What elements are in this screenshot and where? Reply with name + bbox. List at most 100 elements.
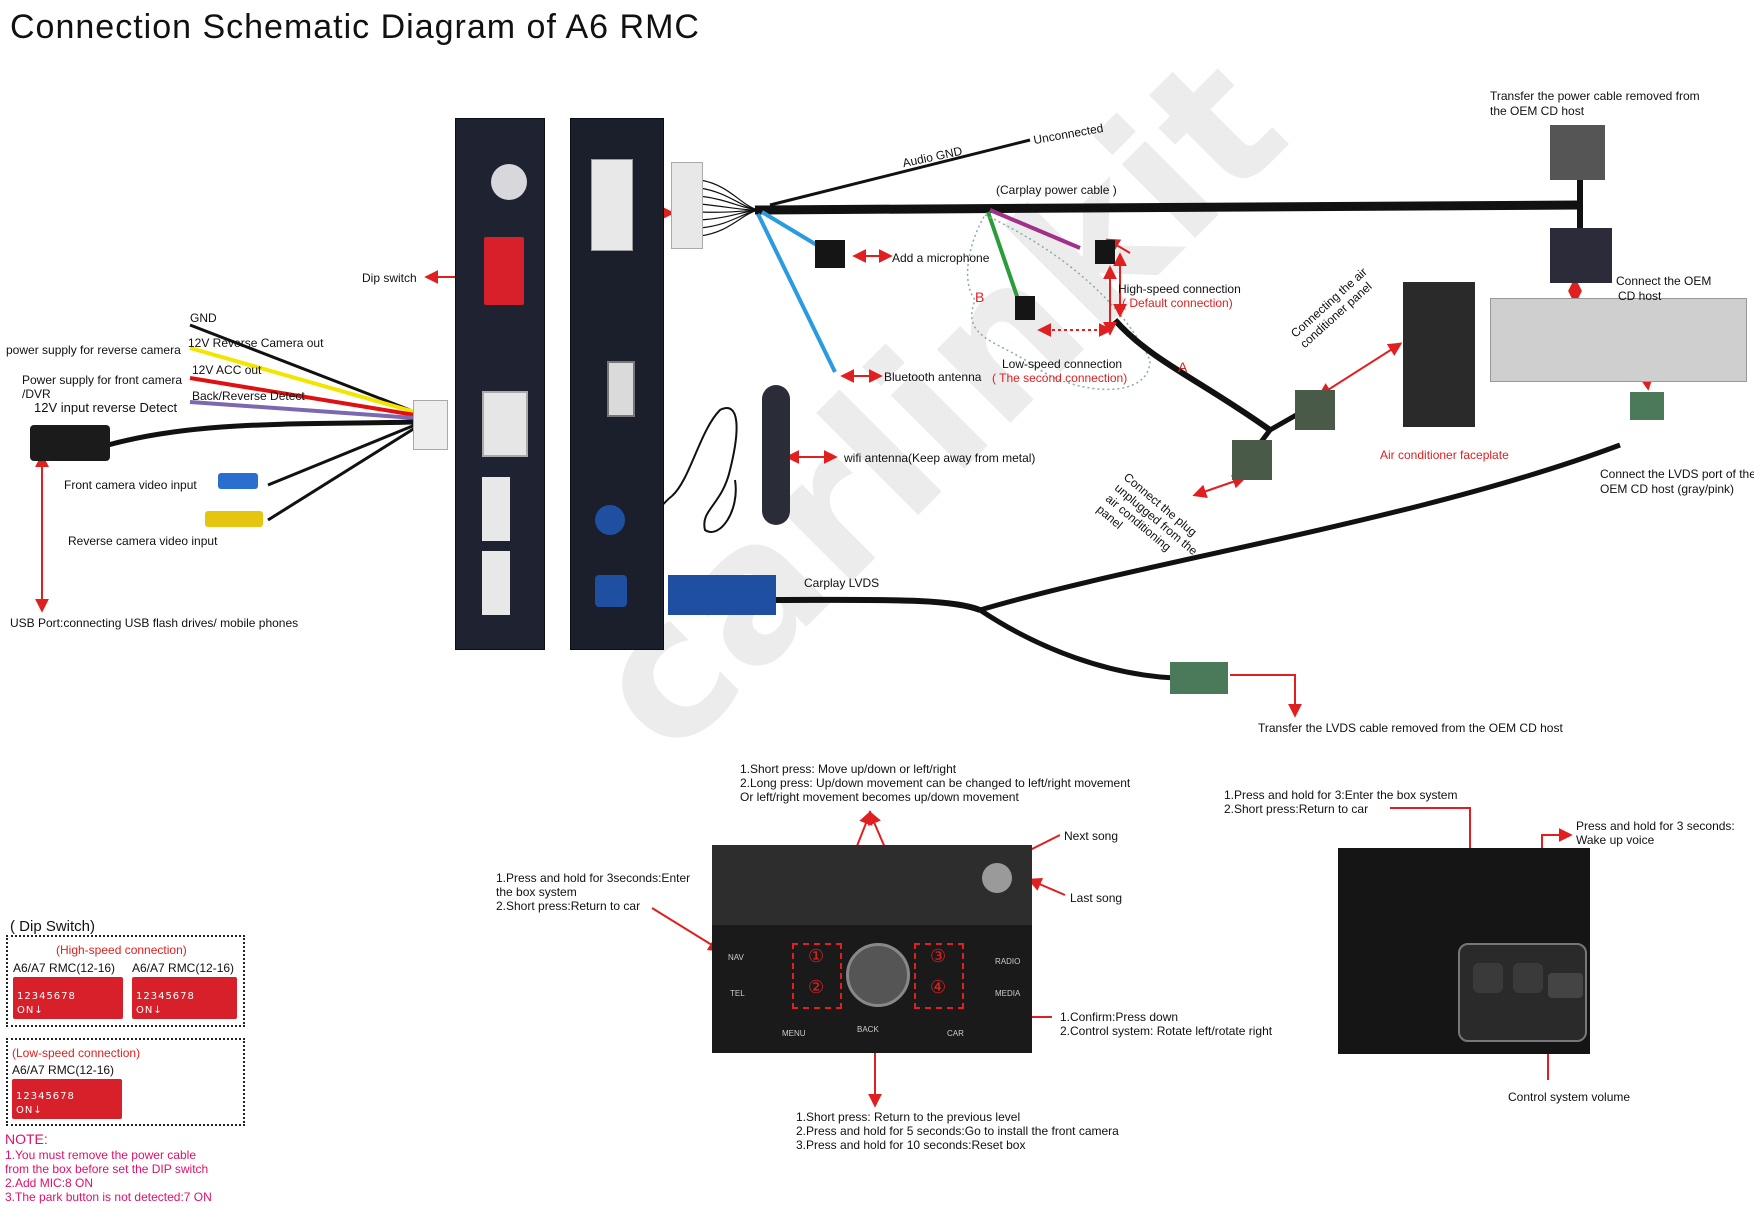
fan-wires — [699, 179, 759, 237]
confirm-line-1: 1.Confirm:Press down — [1060, 1010, 1179, 1024]
button-3-marker: ③ — [930, 946, 947, 966]
star-button[interactable] — [1473, 963, 1503, 993]
video-port-1 — [482, 477, 510, 541]
volume-roller[interactable] — [1548, 973, 1583, 998]
harness-connector — [671, 162, 703, 249]
power-front-camera-label: Power supply for front camera — [22, 373, 183, 387]
lvds-port-label-2: OEM CD host (gray/pink) — [1600, 482, 1735, 496]
high-speed-label: High-speed connection — [1118, 282, 1241, 296]
dip-model-1: A6/A7 RMC(12-16) — [13, 961, 116, 975]
power-port — [482, 391, 528, 457]
lvds-cable — [774, 596, 982, 613]
carplay-lvds-label: Carplay LVDS — [804, 576, 880, 590]
menu-button[interactable]: MENU — [782, 1029, 806, 1038]
right-buttons-highlight — [914, 943, 964, 1009]
reverse-camera-out-label: 12V Reverse Camera out — [188, 336, 324, 350]
transfer-lvds-label: Transfer the LVDS cable removed from the… — [1258, 721, 1563, 735]
back-line-1: 1.Short press: Return to the previous le… — [796, 1110, 1021, 1124]
input-reverse-label: 12V input reverse Detect — [34, 400, 178, 415]
carplay-box-front — [455, 118, 545, 650]
connect-oem-label-2: CD host — [1618, 289, 1662, 303]
carplay-box-back — [570, 118, 664, 650]
oem-lvds-plug — [1630, 392, 1664, 420]
media-button[interactable]: MEDIA — [995, 989, 1021, 998]
next-song-label: Next song — [1064, 829, 1119, 843]
power-reverse-camera-label: power supply for reverse camera — [6, 343, 181, 357]
transfer-power-label-2: the OEM CD host — [1490, 104, 1585, 118]
tel-button[interactable]: TEL — [730, 989, 745, 998]
oem-power-plug — [1550, 125, 1605, 180]
green-wire — [986, 211, 1022, 306]
gnd-label: GND — [190, 311, 217, 325]
ac-faceplate-label: Air conditioner faceplate — [1380, 448, 1509, 462]
dip-model-3: A6/A7 RMC(12-16) — [12, 1063, 115, 1077]
high-speed-dip-panel: (High-speed connection) A6/A7 RMC(12-16)… — [6, 935, 245, 1027]
second-connection-label: ( The second connection) — [992, 371, 1128, 385]
audio-gnd-wire — [769, 138, 1031, 207]
usb-cable — [107, 419, 416, 448]
ac-connector-2 — [1232, 440, 1272, 480]
carplay-power-label: (Carplay power cable ) — [996, 183, 1117, 197]
voice-line-1: Press and hold for 3 seconds: — [1576, 819, 1735, 833]
dip-image-2: 12345678 ON↓ — [132, 977, 237, 1019]
add-microphone-label: Add a microphone — [892, 251, 990, 265]
main-cable — [754, 200, 1581, 215]
mmi-control-knob[interactable] — [846, 943, 910, 1007]
low-speed-dip-panel: (Low-speed connection) A6/A7 RMC(12-16) … — [6, 1038, 245, 1126]
lvds-port — [595, 575, 627, 607]
reverse-detect-wire — [189, 400, 416, 420]
oem-cd-host-back — [1490, 298, 1747, 382]
gnd-wire — [189, 323, 411, 412]
ac-connector-1 — [1295, 390, 1335, 430]
hold3-line-3: 2.Short press:Return to car — [496, 899, 641, 913]
wifi-antenna-label: wifi antenna(Keep away from metal) — [844, 451, 1036, 465]
dip-model-2: A6/A7 RMC(12-16) — [132, 961, 235, 975]
low-speed-plug — [1015, 296, 1035, 320]
wifi-fakra-port — [595, 505, 625, 535]
nav-button[interactable]: NAV — [728, 953, 744, 962]
hold3-line-1: 1.Press and hold for 3seconds:Enter — [496, 871, 691, 885]
back-button[interactable]: BACK — [857, 1025, 879, 1034]
lvds-port-label-1: Connect the LVDS port of the — [1600, 467, 1754, 481]
letter-b: B — [975, 289, 985, 305]
voice-line-2: Wake up voice — [1576, 833, 1655, 847]
dip-image-1: 12345678 ON↓ — [13, 977, 123, 1019]
low-speed-label: Low-speed connection — [1002, 357, 1123, 371]
dip-switch-label: Dip switch — [362, 271, 417, 285]
low-speed-dip-title: (Low-speed connection) — [12, 1046, 141, 1060]
wifi-antenna — [762, 385, 790, 525]
volume-knob[interactable] — [982, 863, 1012, 893]
lvds-branch-oem — [979, 442, 1621, 613]
high-speed-dip-title: (High-speed connection) — [56, 943, 187, 957]
short-press-line-2: 2.Long press: Up/down movement can be ch… — [740, 776, 1131, 790]
front-video-wire — [267, 423, 416, 487]
front-camera-video-label: Front camera video input — [64, 478, 197, 492]
mute-button[interactable] — [1513, 963, 1543, 993]
mic-wire — [760, 210, 827, 252]
confirm-line-2: 2.Control system: Rotate left/rotate rig… — [1060, 1024, 1273, 1038]
power-connector — [413, 400, 448, 450]
button-2-marker: ② — [808, 977, 825, 997]
dip-switch-block[interactable] — [484, 237, 524, 305]
note-line-4: 3.The park button is not detected:7 ON — [5, 1190, 212, 1204]
ac-faceplate — [1403, 282, 1475, 427]
rear-rca-plug — [205, 511, 263, 527]
main-harness-port — [591, 159, 633, 251]
lvds-branch-transfer — [978, 607, 1176, 681]
connect-oem-label-1: Connect the OEM — [1616, 274, 1712, 288]
wheel-line-2: 2.Short press:Return to car — [1224, 802, 1369, 816]
radio-button[interactable]: RADIO — [995, 957, 1021, 966]
car-button[interactable]: CAR — [947, 1029, 964, 1038]
oem-cd-plug — [1550, 228, 1612, 283]
acc-out-wire — [189, 376, 416, 417]
reverse-detect-label: Back/Reverse Detect — [192, 389, 305, 403]
hold3-line-2: the box system — [496, 885, 577, 899]
last-song-label: Last song — [1070, 891, 1123, 905]
note-line-3: 2.Add MIC:8 ON — [5, 1176, 94, 1190]
left-buttons-highlight — [792, 943, 842, 1009]
note-heading: NOTE: — [5, 1131, 48, 1147]
steering-wheel-photo — [1338, 848, 1590, 1054]
letter-a: A — [1178, 359, 1188, 375]
button-4-marker: ④ — [930, 977, 947, 997]
